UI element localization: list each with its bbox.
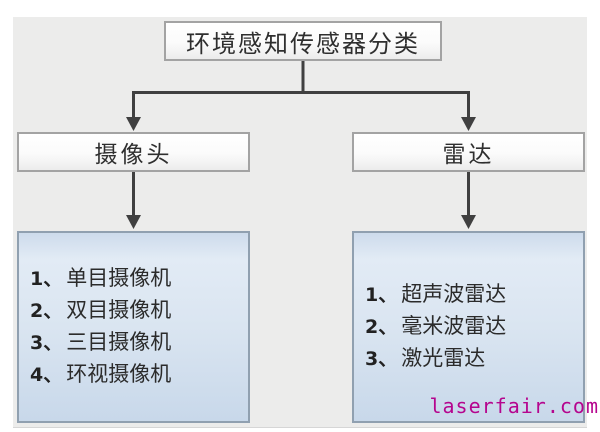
item-number: 4、 [30,364,63,386]
item-number: 1、 [365,284,398,306]
item-number: 2、 [365,316,398,338]
list-item: 2、 毫米波雷达 [365,311,583,343]
item-label: 超声波雷达 [401,282,507,306]
item-label: 环视摄像机 [66,362,172,386]
list-item: 1、 单目摄像机 [30,263,248,295]
camera-list-box: 1、 单目摄像机 2、 双目摄像机 3、 三目摄像机 4、 环视摄像机 [17,231,250,423]
list-item: 3、 三目摄像机 [30,327,248,359]
list-item: 4、 环视摄像机 [30,359,248,391]
watermark-laserfair: laserfair.com [429,394,599,418]
item-number: 2、 [30,300,63,322]
branch-node-camera: 摄像头 [17,132,250,172]
item-label: 三目摄像机 [66,330,172,354]
list-item: 3、 激光雷达 [365,343,583,375]
radar-list-box: 1、 超声波雷达 2、 毫米波雷达 3、 激光雷达 [352,231,585,423]
item-label: 双目摄像机 [66,298,172,322]
item-label: 单目摄像机 [66,266,172,290]
item-number: 1、 [30,268,63,290]
item-number: 3、 [30,332,63,354]
item-label: 毫米波雷达 [401,314,507,338]
item-label: 激光雷达 [401,346,486,370]
branch-node-radar: 雷达 [352,132,585,172]
list-item: 1、 超声波雷达 [365,279,583,311]
item-number: 3、 [365,348,398,370]
list-item: 2、 双目摄像机 [30,295,248,327]
root-node-title: 环境感知传感器分类 [164,21,442,61]
